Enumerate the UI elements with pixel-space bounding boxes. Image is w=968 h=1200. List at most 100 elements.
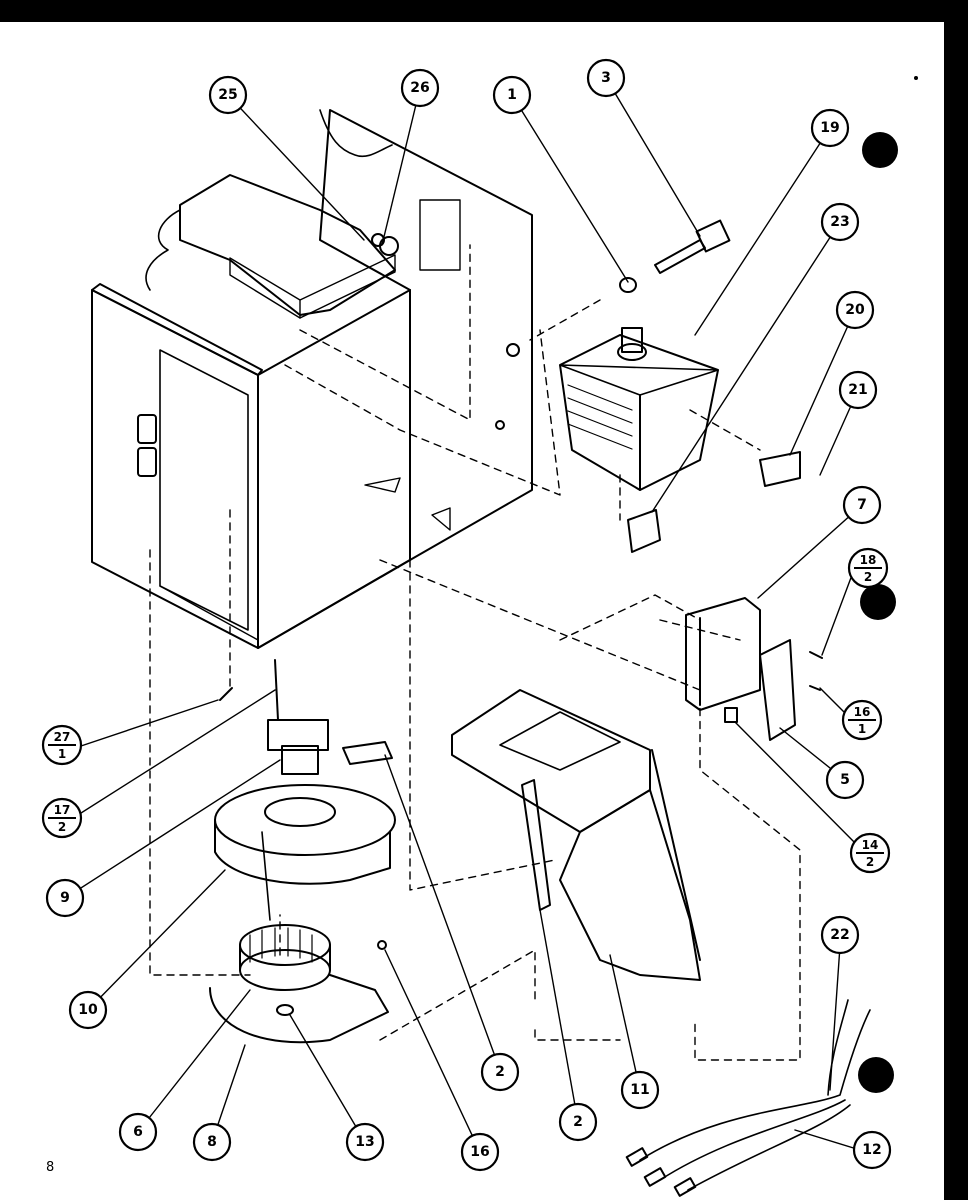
- fraction-callout-f14: 142: [849, 832, 891, 874]
- callout-circle: [118, 1112, 158, 1152]
- scan-border-top: [0, 0, 968, 22]
- callout-c5: 5: [825, 760, 865, 800]
- callout-label: 20: [845, 302, 865, 318]
- fraction-bottom: 2: [866, 855, 874, 869]
- callout-circle: [820, 202, 860, 242]
- callout-label: 11: [630, 1082, 649, 1098]
- callout-circle: [460, 1132, 500, 1172]
- page-number: 8: [46, 1160, 55, 1175]
- callout-c25: 25: [208, 75, 248, 115]
- callout-c23: 23: [820, 202, 860, 242]
- callout-c2b: 2: [558, 1102, 598, 1142]
- terminal-part-2: [342, 741, 393, 765]
- callout-circle: [586, 58, 626, 98]
- callout-label: 6: [133, 1124, 143, 1140]
- callout-c16: 16: [460, 1132, 500, 1172]
- callout-circle: [835, 290, 875, 330]
- callout-c3: 3: [586, 58, 626, 98]
- callout-c13: 13: [345, 1122, 385, 1162]
- fraction-callout-f18: 182: [847, 547, 889, 589]
- callout-label: 9: [60, 890, 70, 906]
- callout-c21: 21: [838, 370, 878, 410]
- callout-c10: 10: [68, 990, 108, 1030]
- callout-c1: 1: [492, 75, 532, 115]
- callout-circle: [400, 68, 440, 108]
- callout-c9: 9: [45, 878, 85, 918]
- callout-circle: [45, 878, 85, 918]
- callout-label: 16: [470, 1144, 489, 1160]
- fraction-top: 17: [54, 803, 71, 817]
- circuit-board-part-5: [759, 639, 796, 741]
- fraction-callout-f17: 172: [41, 797, 83, 839]
- callout-label: 5: [840, 772, 850, 788]
- fraction-bottom: 1: [58, 747, 66, 761]
- fan-housing-part-10: [214, 784, 396, 921]
- callout-circle: [820, 915, 860, 955]
- callout-label: 7: [857, 497, 867, 513]
- callout-c26: 26: [400, 68, 440, 108]
- callout-c2a: 2: [480, 1052, 520, 1092]
- fraction-top: 27: [54, 730, 71, 744]
- callout-label: 2: [495, 1064, 505, 1080]
- fraction-callout-f27: 271: [41, 724, 83, 766]
- air-duct-part-11: [451, 689, 701, 981]
- callout-label: 8: [207, 1134, 217, 1150]
- callout-c6: 6: [118, 1112, 158, 1152]
- callout-circle: [492, 75, 532, 115]
- strip-part-2: [521, 779, 551, 911]
- assembly-guide-lines: [149, 244, 801, 1061]
- washer-part-13: [276, 1004, 294, 1016]
- control-bracket-part-7: [685, 597, 761, 711]
- callout-c20: 20: [835, 290, 875, 330]
- callout-circle: [842, 485, 882, 525]
- fraction-top: 14: [862, 838, 879, 852]
- callout-label: 2: [573, 1114, 583, 1130]
- callout-circle: [480, 1052, 520, 1092]
- diode-part-23: [627, 509, 661, 553]
- wire-harness-part-12: [625, 999, 871, 1197]
- callout-c12: 12: [852, 1130, 892, 1170]
- cabinet-frame: [91, 109, 533, 649]
- callout-circle: [345, 1122, 385, 1162]
- magnetron: [559, 327, 719, 491]
- callout-label: 10: [78, 1002, 98, 1018]
- callout-label: 1: [507, 87, 517, 103]
- callout-label: 22: [830, 927, 849, 943]
- callout-label: 3: [601, 70, 611, 86]
- fraction-bottom: 2: [58, 820, 66, 834]
- callout-c19: 19: [810, 108, 850, 148]
- callout-label: 19: [820, 120, 839, 136]
- thermal-probe-part-3: [654, 219, 731, 274]
- callout-label: 21: [848, 382, 867, 398]
- nut-part-1: [619, 277, 637, 293]
- fan-blade-part-6: [239, 924, 331, 991]
- fraction-top: 16: [854, 705, 871, 719]
- callout-label: 26: [410, 80, 429, 96]
- fraction-callout-f16: 161: [841, 699, 883, 741]
- callout-c22: 22: [820, 915, 860, 955]
- fan-plate-part-8: [209, 974, 389, 1044]
- fraction-bottom: 2: [864, 570, 872, 584]
- thermal-cutout-part-20: [759, 451, 801, 487]
- scan-border-right: [944, 0, 968, 1200]
- callout-circle: [852, 1130, 892, 1170]
- fraction-bottom: 1: [858, 722, 866, 736]
- callout-label: 23: [830, 214, 849, 230]
- callout-circle: [838, 370, 878, 410]
- callout-circle: [558, 1102, 598, 1142]
- callout-label: 13: [355, 1134, 374, 1150]
- callout-c8: 8: [192, 1122, 232, 1162]
- callout-circle: [825, 760, 865, 800]
- callout-c11: 11: [620, 1070, 660, 1110]
- callout-label: 12: [862, 1142, 881, 1158]
- fan-motor-part-9: [267, 659, 329, 775]
- callout-label: 25: [218, 87, 237, 103]
- nut-part-16: [377, 940, 387, 950]
- reference-dots: [858, 76, 918, 1093]
- callout-circle: [192, 1122, 232, 1162]
- callout-circle: [810, 108, 850, 148]
